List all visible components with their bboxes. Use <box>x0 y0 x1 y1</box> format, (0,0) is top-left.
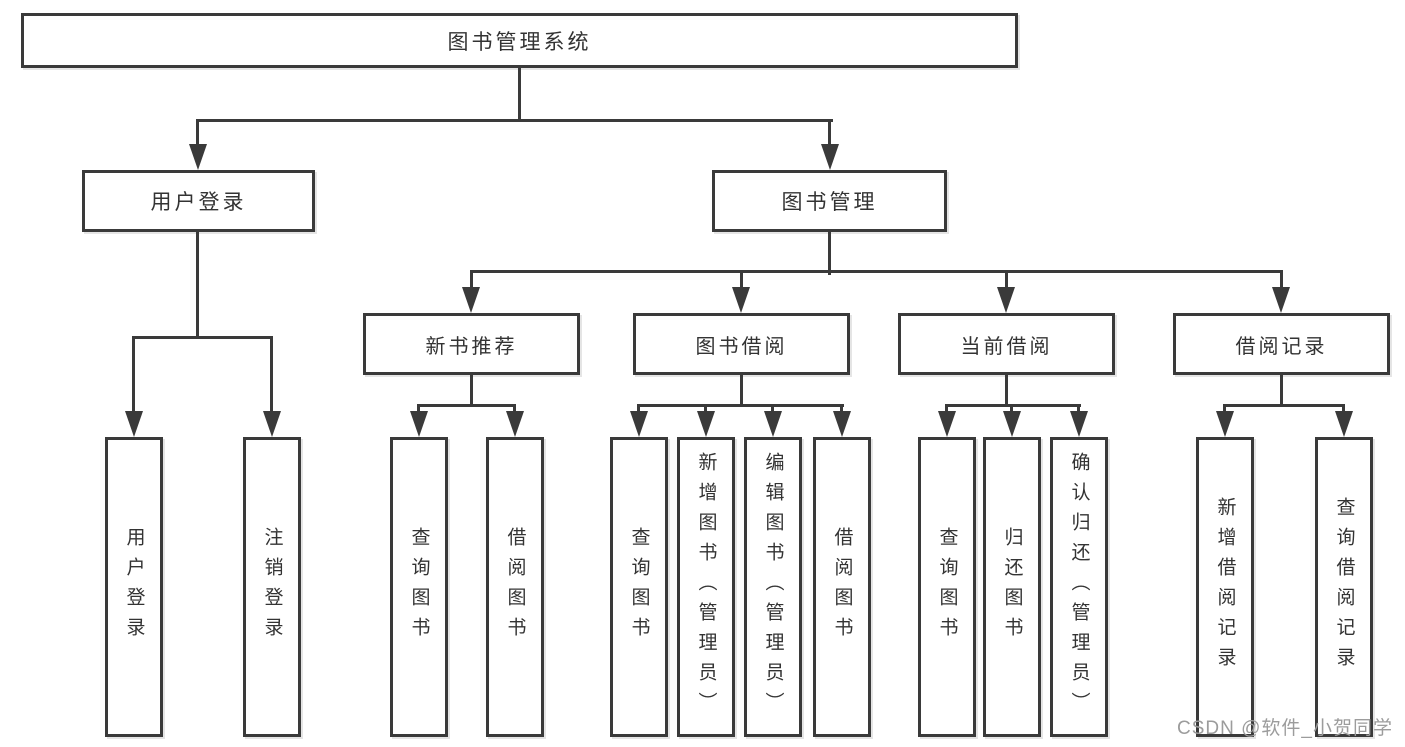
connector-line <box>1280 375 1283 407</box>
arrowhead-down-icon <box>732 287 750 313</box>
leaf-borrow-borrow-book-label: 借阅图书 <box>831 527 853 647</box>
connector-line <box>513 404 516 416</box>
arrowhead-down-icon <box>938 411 956 437</box>
arrowhead-down-icon <box>997 287 1015 313</box>
connector-line <box>740 270 743 292</box>
leaf-borrow-add-book-admin-label: 新增图书（管理员） <box>695 452 717 722</box>
arrowhead-down-icon <box>1003 411 1021 437</box>
arrowhead-down-icon <box>263 411 281 437</box>
arrowhead-down-icon <box>821 144 839 170</box>
leaf-current-confirm-return-admin-label: 确认归还（管理员） <box>1068 452 1090 722</box>
connector-line <box>132 336 135 414</box>
leaf-current-query-book: 查询图书 <box>918 437 976 737</box>
arrowhead-down-icon <box>697 411 715 437</box>
connector-line <box>417 404 420 416</box>
node-user-login: 用户登录 <box>82 170 315 232</box>
arrowhead-down-icon <box>833 411 851 437</box>
leaf-borrow-query-book: 查询图书 <box>610 437 668 737</box>
node-user-login-label: 用户登录 <box>150 191 247 214</box>
arrowhead-down-icon <box>630 411 648 437</box>
leaf-borrow-edit-book-admin: 编辑图书（管理员） <box>744 437 802 737</box>
leaf-borrow-query-book-label: 查询图书 <box>628 527 650 647</box>
leaf-recommend-query-book-label: 查询图书 <box>408 527 430 647</box>
node-borrow-records-label: 借阅记录 <box>1235 335 1328 358</box>
connector-line <box>197 119 833 122</box>
connector-line <box>704 404 707 416</box>
connector-line <box>470 375 473 407</box>
arrowhead-down-icon <box>1272 287 1290 313</box>
connector-line <box>945 404 948 416</box>
connector-line <box>418 404 516 407</box>
connector-line <box>740 375 743 407</box>
connector-line <box>1005 270 1008 292</box>
leaf-current-confirm-return-admin: 确认归还（管理员） <box>1050 437 1108 737</box>
connector-line <box>828 119 831 149</box>
connector-line <box>270 336 273 414</box>
arrowhead-down-icon <box>1070 411 1088 437</box>
leaf-recommend-query-book: 查询图书 <box>390 437 448 737</box>
node-root-label: 图书管理系统 <box>447 30 592 54</box>
leaf-recommend-borrow-book-label: 借阅图书 <box>504 527 526 647</box>
connector-line <box>946 404 1081 407</box>
node-root: 图书管理系统 <box>21 13 1018 68</box>
leaf-borrow-borrow-book: 借阅图书 <box>813 437 871 737</box>
connector-line <box>771 404 774 416</box>
leaf-records-add-record-label: 新增借阅记录 <box>1214 497 1236 677</box>
arrowhead-down-icon <box>125 411 143 437</box>
arrowhead-down-icon <box>506 411 524 437</box>
node-book-borrow-label: 图书借阅 <box>695 335 788 358</box>
leaf-logout-label: 注销登录 <box>261 527 283 647</box>
leaf-current-return-book: 归还图书 <box>983 437 1041 737</box>
connector-line <box>196 232 199 339</box>
arrowhead-down-icon <box>462 287 480 313</box>
node-new-book-recommend: 新书推荐 <box>363 313 580 375</box>
connector-line <box>1224 404 1345 407</box>
arrowhead-down-icon <box>1216 411 1234 437</box>
arrowhead-down-icon <box>764 411 782 437</box>
connector-line <box>1010 404 1013 416</box>
node-new-book-recommend-label: 新书推荐 <box>425 335 518 358</box>
connector-line <box>638 404 844 407</box>
connector-line <box>196 119 199 149</box>
leaf-current-return-book-label: 归还图书 <box>1001 527 1023 647</box>
arrowhead-down-icon <box>1335 411 1353 437</box>
connector-line <box>132 336 273 339</box>
connector-line <box>828 232 831 275</box>
arrowhead-down-icon <box>410 411 428 437</box>
leaf-current-query-book-label: 查询图书 <box>936 527 958 647</box>
node-book-borrow: 图书借阅 <box>633 313 850 375</box>
connector-line <box>518 68 521 122</box>
arrowhead-down-icon <box>189 144 207 170</box>
leaf-records-query-record: 查询借阅记录 <box>1315 437 1373 737</box>
node-book-management: 图书管理 <box>712 170 947 232</box>
connector-line <box>470 270 1283 273</box>
leaf-recommend-borrow-book: 借阅图书 <box>486 437 544 737</box>
node-current-borrow-label: 当前借阅 <box>960 335 1053 358</box>
node-current-borrow: 当前借阅 <box>898 313 1115 375</box>
leaf-borrow-add-book-admin: 新增图书（管理员） <box>677 437 735 737</box>
leaf-borrow-edit-book-admin-label: 编辑图书（管理员） <box>762 452 784 722</box>
connector-line <box>1077 404 1080 416</box>
leaf-user-login: 用户登录 <box>105 437 163 737</box>
leaf-user-login-label: 用户登录 <box>123 527 145 647</box>
connector-line <box>1005 375 1008 407</box>
connector-line <box>1280 270 1283 292</box>
leaf-records-query-record-label: 查询借阅记录 <box>1333 497 1355 677</box>
node-borrow-records: 借阅记录 <box>1173 313 1390 375</box>
node-book-management-label: 图书管理 <box>781 191 878 214</box>
watermark-text: CSDN @软件_小贺同学 <box>1177 718 1393 739</box>
connector-line <box>1342 404 1345 416</box>
connector-line <box>470 270 473 292</box>
leaf-records-add-record: 新增借阅记录 <box>1196 437 1254 737</box>
connector-line <box>637 404 640 416</box>
connector-line <box>840 404 843 416</box>
connector-line <box>1223 404 1226 416</box>
leaf-logout: 注销登录 <box>243 437 301 737</box>
